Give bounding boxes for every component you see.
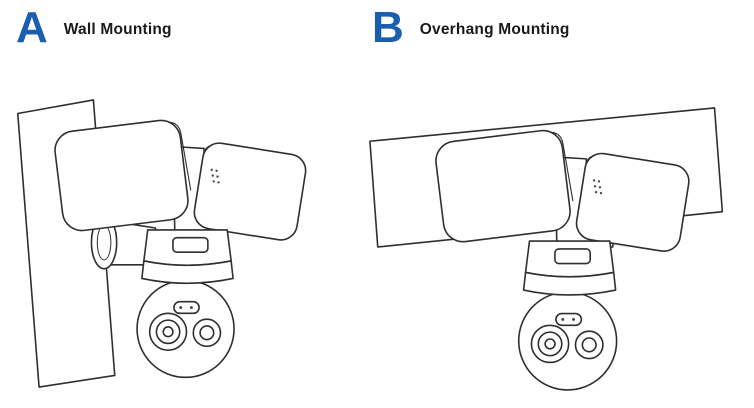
body-sensor	[173, 238, 208, 253]
body-sensor	[555, 249, 590, 264]
lens-right	[575, 331, 602, 358]
overhang-mounting-illustration	[366, 96, 738, 395]
speaker-grille	[592, 179, 603, 195]
status-light	[556, 314, 581, 326]
floodlight-right	[574, 151, 691, 253]
floodlight-camera	[434, 128, 692, 390]
status-light	[174, 302, 199, 314]
floodlight-camera	[53, 118, 308, 378]
camera-body-band	[524, 272, 616, 295]
section-a-title: Wall Mounting	[63, 21, 172, 38]
section-b-header: B Overhang Mounting	[372, 6, 570, 50]
camera-body-band	[142, 261, 233, 283]
lens-left	[150, 313, 187, 350]
lens-right	[193, 319, 220, 346]
wall-mounting-illustration	[6, 98, 336, 389]
floodlight-right	[192, 141, 308, 243]
floodlight-left	[53, 118, 194, 233]
section-a-header: A Wall Mounting	[16, 6, 172, 50]
speaker-grille	[210, 168, 220, 184]
section-b-letter: B	[372, 3, 404, 52]
lens-left	[531, 325, 568, 362]
section-a-letter: A	[16, 3, 48, 52]
section-b-title: Overhang Mounting	[419, 21, 570, 38]
floodlight-left	[434, 128, 576, 244]
